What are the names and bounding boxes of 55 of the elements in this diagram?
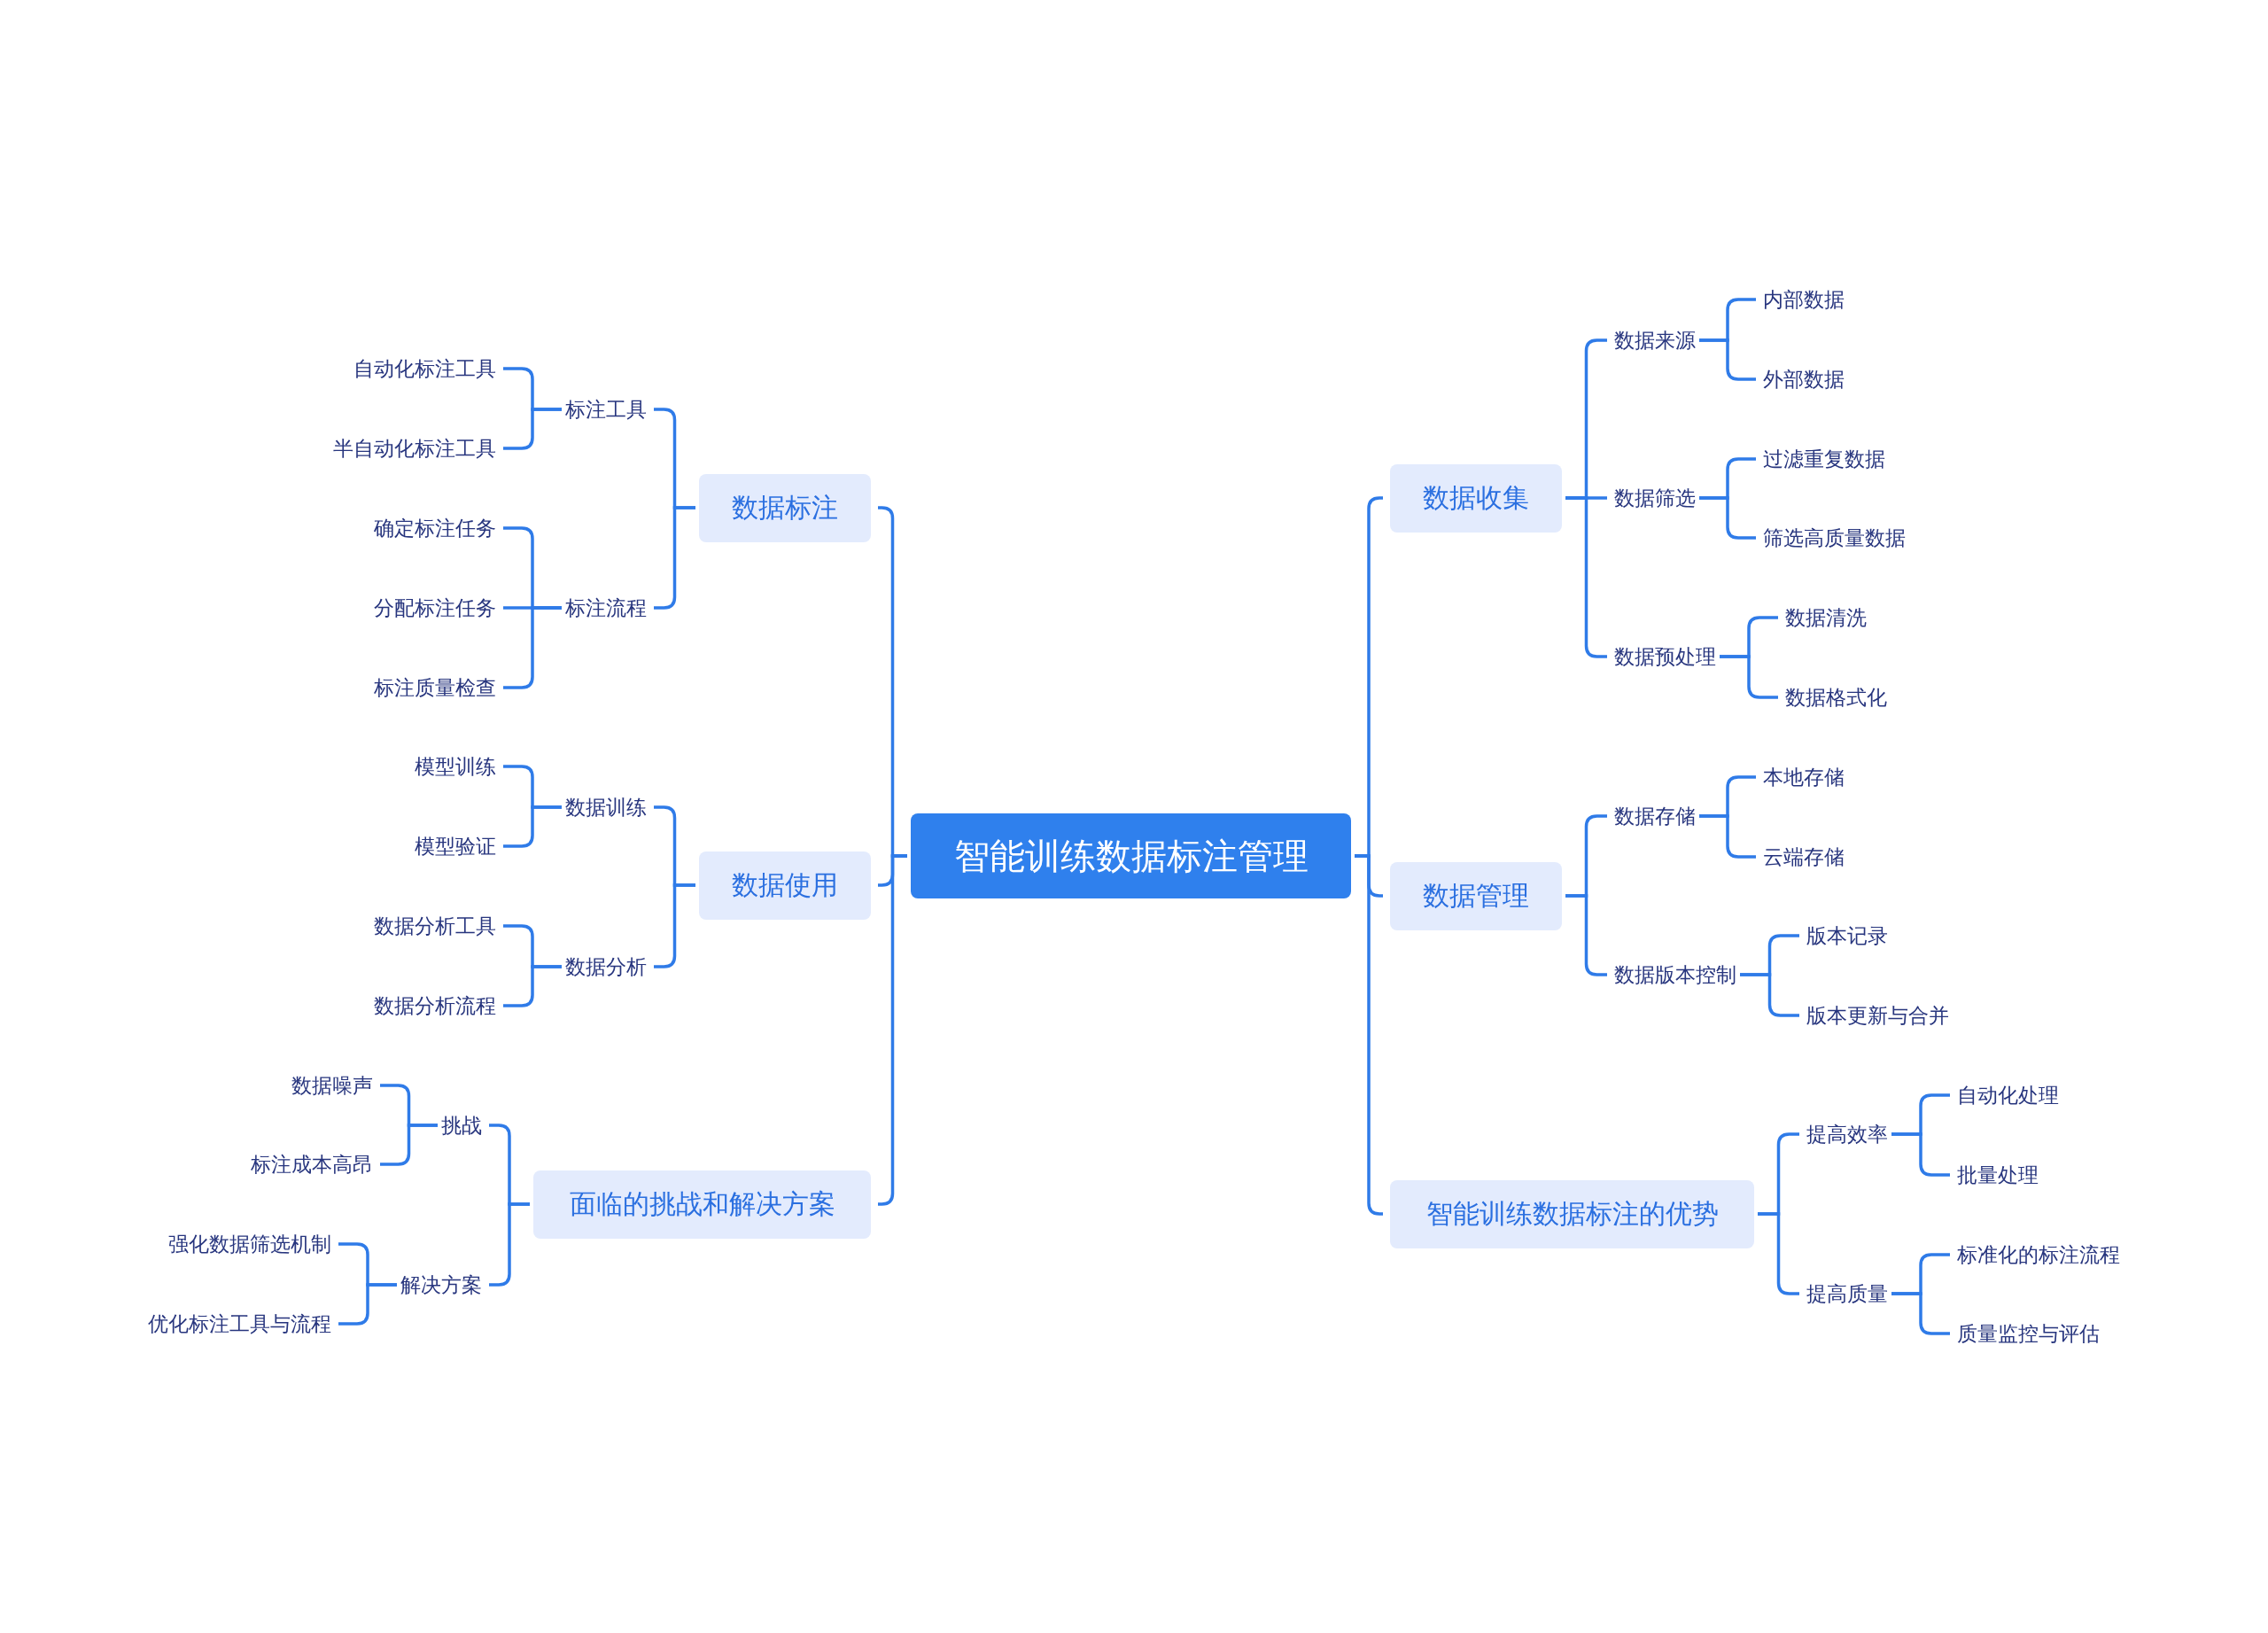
connector-line (503, 408, 562, 450)
subtopic-label: 确定标注任务 (374, 515, 496, 541)
subtopic-label: 本地存储 (1763, 764, 1845, 790)
subtopic-label: 外部数据 (1763, 366, 1845, 393)
subtopic-label: 筛选高质量数据 (1763, 525, 1906, 551)
topic-box: 面临的挑战和解决方案 (533, 1170, 871, 1239)
subtopic-label: 数据筛选 (1614, 485, 1696, 511)
subtopic-label: 模型验证 (415, 833, 496, 859)
topic-box: 数据标注 (699, 473, 871, 542)
connector-line (503, 965, 562, 1007)
subtopic-label: 提高效率 (1806, 1121, 1888, 1147)
subtopic-label: 分配标注任务 (374, 595, 496, 621)
subtopic-label: 标注成本高昂 (251, 1151, 373, 1178)
subtopic-label: 标注质量检查 (374, 674, 496, 701)
subtopic-label: 内部数据 (1763, 286, 1845, 313)
subtopic-label: 半自动化标注工具 (333, 435, 496, 462)
topic-box: 数据收集 (1390, 463, 1562, 533)
subtopic-label: 提高质量 (1806, 1280, 1888, 1307)
subtopic-label: 优化标注工具与流程 (148, 1310, 331, 1337)
subtopic-label: 数据预处理 (1614, 643, 1716, 670)
subtopic-label: 数据存储 (1614, 803, 1696, 829)
subtopic-label: 数据清洗 (1785, 604, 1867, 631)
subtopic-label: 数据版本控制 (1614, 961, 1736, 988)
subtopic-label: 挑战 (441, 1112, 482, 1139)
subtopic-label: 过滤重复数据 (1763, 446, 1885, 472)
subtopic-label: 版本更新与合并 (1806, 1002, 1949, 1029)
subtopic-label: 数据训练 (565, 794, 647, 820)
connector-line (1699, 496, 1756, 540)
subtopic-label: 强化数据筛选机制 (168, 1231, 331, 1257)
connector-line (503, 805, 562, 848)
subtopic-label: 批量处理 (1957, 1162, 2039, 1188)
subtopic-label: 数据来源 (1614, 327, 1696, 354)
connector-line (1891, 1292, 1950, 1335)
subtopic-label: 云端存储 (1763, 844, 1845, 870)
subtopic-label: 数据噪声 (291, 1072, 373, 1099)
subtopic-label: 数据分析 (565, 953, 647, 980)
connector-line (380, 1124, 438, 1166)
topic-box: 数据使用 (699, 851, 871, 920)
subtopic-label: 数据分析工具 (374, 913, 496, 939)
topic-box: 数据管理 (1390, 861, 1562, 930)
central-topic-box: 智能训练数据标注管理 (911, 813, 1351, 898)
subtopic-label: 标注工具 (565, 396, 647, 423)
subtopic-label: 解决方案 (400, 1271, 482, 1298)
subtopic-label: 数据格式化 (1785, 684, 1887, 711)
subtopic-label: 模型训练 (415, 753, 496, 780)
subtopic-label: 自动化处理 (1957, 1082, 2059, 1108)
connector-line (1699, 338, 1756, 381)
subtopic-label: 标准化的标注流程 (1957, 1241, 2120, 1268)
subtopic-label: 数据分析流程 (374, 992, 496, 1019)
connector-line (338, 1283, 397, 1326)
subtopic-label: 标注流程 (565, 595, 647, 621)
subtopic-label: 质量监控与评估 (1957, 1320, 2100, 1347)
subtopic-label: 自动化标注工具 (353, 355, 496, 382)
topic-box: 智能训练数据标注的优势 (1390, 1179, 1754, 1248)
subtopic-label: 版本记录 (1806, 922, 1888, 949)
